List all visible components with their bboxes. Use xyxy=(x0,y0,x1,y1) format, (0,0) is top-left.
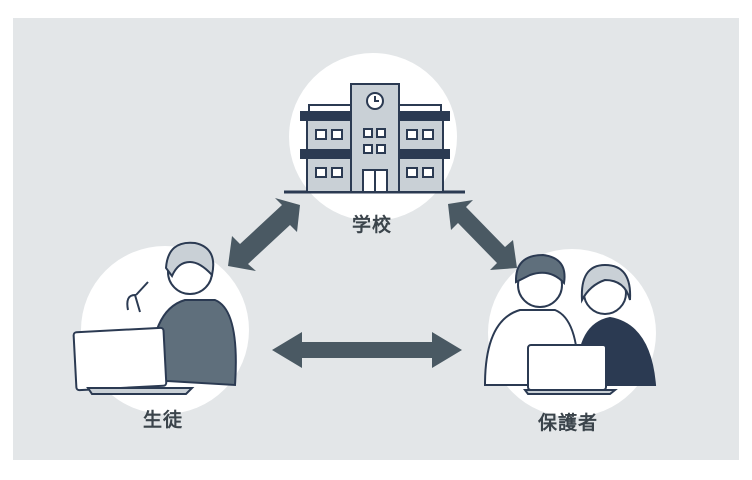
student-label: 生徒 xyxy=(143,409,184,431)
parents-illustration xyxy=(483,253,657,395)
arrow-student-school xyxy=(228,198,300,271)
student-illustration xyxy=(72,241,237,395)
school-label: 学校 xyxy=(352,214,393,236)
arrow-student-parents xyxy=(272,332,462,368)
arrow-school-parents xyxy=(448,200,517,270)
parents-label: 保護者 xyxy=(538,412,599,434)
school-building-icon xyxy=(284,83,465,194)
